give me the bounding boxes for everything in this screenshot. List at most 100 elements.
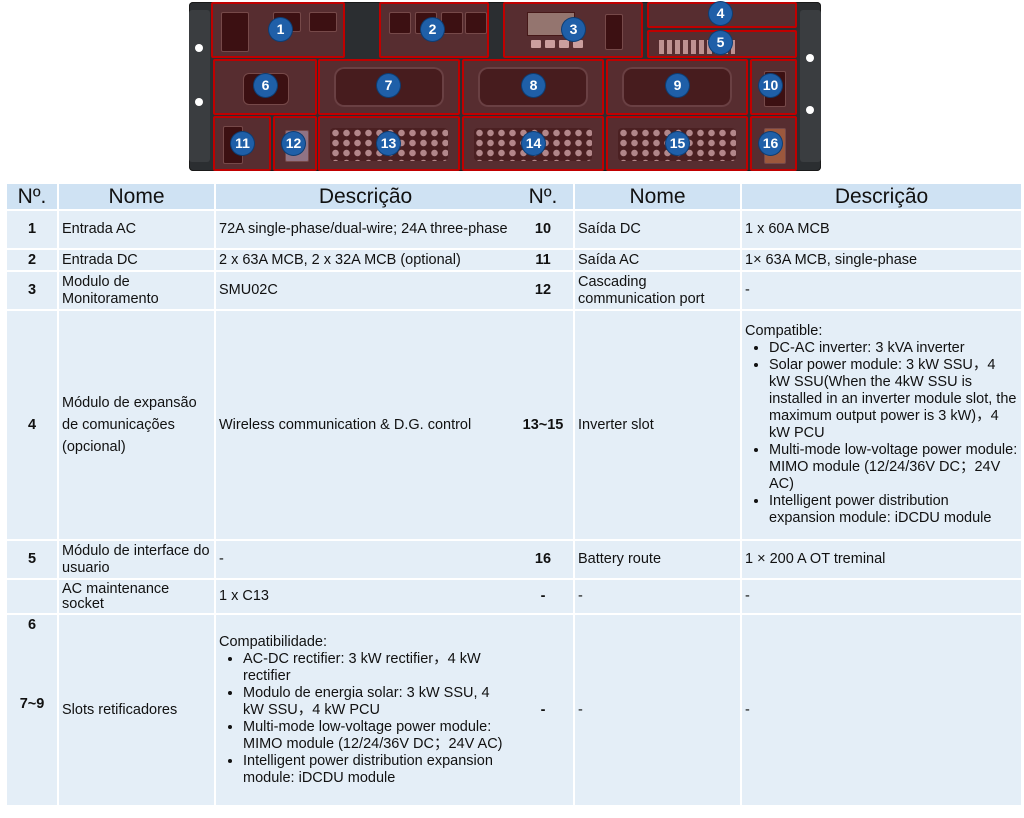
desc-caption: Compatibilidade: [219,633,328,650]
row-number-cell: 6 7~9 [7,615,57,805]
table-row: 2 Entrada DC 2 x 63A MCB, 2 x 32A MCB (o… [7,250,515,270]
row-desc: 72A single-phase/dual-wire; 24A three-ph… [216,211,515,248]
table-row: 6 7~9 Slots retificadores Compatibilidad… [7,615,515,805]
table-row: 4 Módulo de expansão de comunicações (op… [7,311,515,539]
row-number: 1 [7,211,57,248]
table-row: 13~15 Inverter slot Compatible: DC-AC in… [513,311,1021,539]
row-desc: 2 x 63A MCB, 2 x 32A MCB (optional) [216,250,515,270]
mounting-hole [195,44,203,52]
mounting-hole [806,54,814,62]
panel-badge: 5 [709,31,732,54]
row-name: Entrada AC [59,211,214,248]
panel-badge: 2 [421,18,444,41]
table-row: 12 Cascading communication port - [513,272,1021,309]
header-no: Nº. [7,184,57,209]
list-item: Intelligent power distribution expansion… [769,493,1018,527]
header-no: Nº. [513,184,573,209]
row-number: 12 [513,272,573,309]
table-row: 11 Saída AC 1× 63A MCB, single-phase [513,250,1021,270]
row-number-range: 7~9 [19,696,45,712]
header-name: Nome [59,184,214,209]
row-number: - [513,580,573,613]
panel-badge: 11 [231,132,254,155]
row-number: 3 [7,272,57,309]
panel-badge: 4 [709,2,732,25]
ac-input-module [211,2,345,58]
panel-badge: 12 [282,132,305,155]
row-desc: 1 × 200 A OT treminal [742,541,1021,578]
components-table-right: Nº. Nome Descrição 10 Saída DC 1 x 60A M… [511,182,1023,807]
header-name: Nome [575,184,740,209]
row-number: 10 [513,211,573,248]
row-name: - [575,615,740,805]
row-name: Battery route [575,541,740,578]
row-name: Módulo de expansão de comunicações (opci… [59,311,214,539]
row-desc: 1× 63A MCB, single-phase [742,250,1021,270]
power-system-front-panel: 1 2 3 4 5 6 7 8 9 10 11 12 13 14 15 16 [189,2,821,171]
table-row: 5 Módulo de interface do usuario - [7,541,515,578]
row-number: 16 [513,541,573,578]
panel-badge: 8 [522,74,545,97]
row-number: 13~15 [513,311,573,539]
row-name: AC maintenance socket [59,580,214,613]
header-desc: Descrição [216,184,515,209]
panel-badge: 1 [269,18,292,41]
panel-badge: 16 [759,132,782,155]
list-item: Multi-mode low-voltage power module: MIM… [243,719,512,753]
mounting-hole [195,98,203,106]
row-name: Modulo de Monitoramento [59,272,214,309]
header-desc: Descrição [742,184,1021,209]
table-row: - - - [513,615,1021,805]
row-number: 5 [7,541,57,578]
row-desc: - [742,272,1021,309]
row-desc: Compatible: DC-AC inverter: 3 kVA invert… [742,311,1021,539]
row-number: 6 [27,617,37,633]
row-name: Inverter slot [575,311,740,539]
row-number: 4 [7,311,57,539]
row-desc: SMU02C [216,272,515,309]
panel-badge: 15 [666,132,689,155]
table-row: AC maintenance socket 1 x C13 [7,580,515,613]
table-row: 1 Entrada AC 72A single-phase/dual-wire;… [7,211,515,248]
row-name: Saída AC [575,250,740,270]
table-row: 16 Battery route 1 × 200 A OT treminal [513,541,1021,578]
rectifier-slot-8 [462,59,604,115]
desc-caption: Compatible: [745,323,823,339]
list-item: Modulo de energia solar: 3 kW SSU, 4 kW … [243,685,512,719]
panel-badge: 6 [254,74,277,97]
compatibility-list: AC-DC rectifier: 3 kW rectifier，4 kW rec… [219,651,512,787]
row-number: 11 [513,250,573,270]
table-row: - - - [513,580,1021,613]
list-item: DC-AC inverter: 3 kVA inverter [769,340,1018,357]
row-number [7,580,57,613]
list-item: AC-DC rectifier: 3 kW rectifier，4 kW rec… [243,651,512,685]
panel-badge: 3 [562,18,585,41]
panel-badge: 9 [666,74,689,97]
table-row: 10 Saída DC 1 x 60A MCB [513,211,1021,248]
panel-badge: 10 [759,74,782,97]
compatibility-list: DC-AC inverter: 3 kVA inverter Solar pow… [745,340,1018,527]
row-desc: - [742,580,1021,613]
list-item: Intelligent power distribution expansion… [243,753,512,787]
row-name: Slots retificadores [59,615,214,805]
panel-badge: 7 [377,74,400,97]
row-name: Saída DC [575,211,740,248]
row-desc: Wireless communication & D.G. control [216,311,515,539]
row-name: - [575,580,740,613]
panel-badge: 13 [377,132,400,155]
row-desc: 1 x 60A MCB [742,211,1021,248]
row-number: - [513,615,573,805]
dc-input-module [379,2,489,58]
row-desc: Compatibilidade: AC-DC rectifier: 3 kW r… [216,615,515,805]
row-name: Entrada DC [59,250,214,270]
components-table-left: Nº. Nome Descrição 1 Entrada AC 72A sing… [5,182,517,807]
row-number: 2 [7,250,57,270]
row-desc: - [216,541,515,578]
mounting-hole [806,106,814,114]
list-item: Solar power module: 3 kW SSU，4 kW SSU(Wh… [769,357,1018,442]
row-desc: - [742,615,1021,805]
left-mounting-ear [189,10,210,162]
row-name: Módulo de interface do usuario [59,541,214,578]
row-name: Cascading communication port [575,272,740,309]
panel-badge: 14 [522,132,545,155]
